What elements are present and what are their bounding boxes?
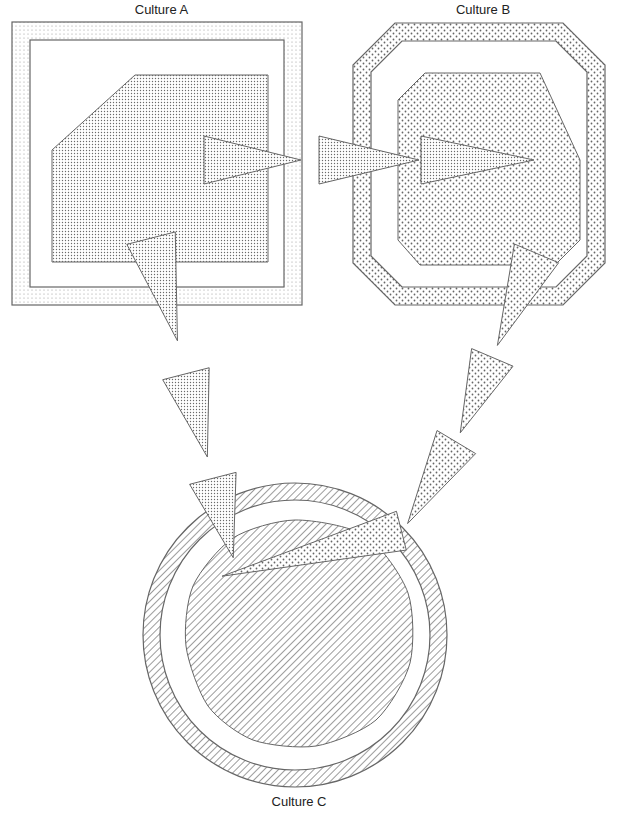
outer-band (143, 483, 447, 787)
inner-ring (30, 40, 284, 287)
wedge-arrow (497, 244, 558, 345)
wedge-arrow (408, 431, 476, 524)
core-shape (185, 520, 412, 747)
wedge-arrow (319, 136, 419, 184)
culture-outline (350, 20, 608, 308)
culture-shape: Culture C (138, 478, 460, 820)
core-shape (52, 75, 268, 262)
wedge-arrow (204, 136, 301, 184)
culture-label: Culture C (138, 794, 460, 810)
culture-outline (10, 20, 305, 308)
culture-shape: Culture A (10, 2, 313, 308)
inner-ring (160, 500, 430, 770)
influence-wedges (127, 232, 236, 558)
core-shape (398, 73, 580, 265)
influence-wedges (222, 244, 559, 576)
wedge-arrow (222, 511, 406, 576)
wedge-arrow (460, 349, 513, 433)
culture-label: Culture A (10, 2, 313, 18)
wedge-arrow (190, 472, 236, 557)
wedge-arrow (421, 136, 534, 184)
inner-ring (371, 41, 587, 287)
outer-band (12, 22, 302, 305)
culture-outline (138, 478, 452, 792)
influence-wedges (204, 136, 534, 184)
culture-label: Culture B (350, 2, 616, 18)
wedge-arrow (127, 232, 178, 341)
wedge-arrow (163, 368, 209, 457)
outer-band (353, 23, 605, 305)
culture-shape: Culture B (350, 2, 616, 308)
